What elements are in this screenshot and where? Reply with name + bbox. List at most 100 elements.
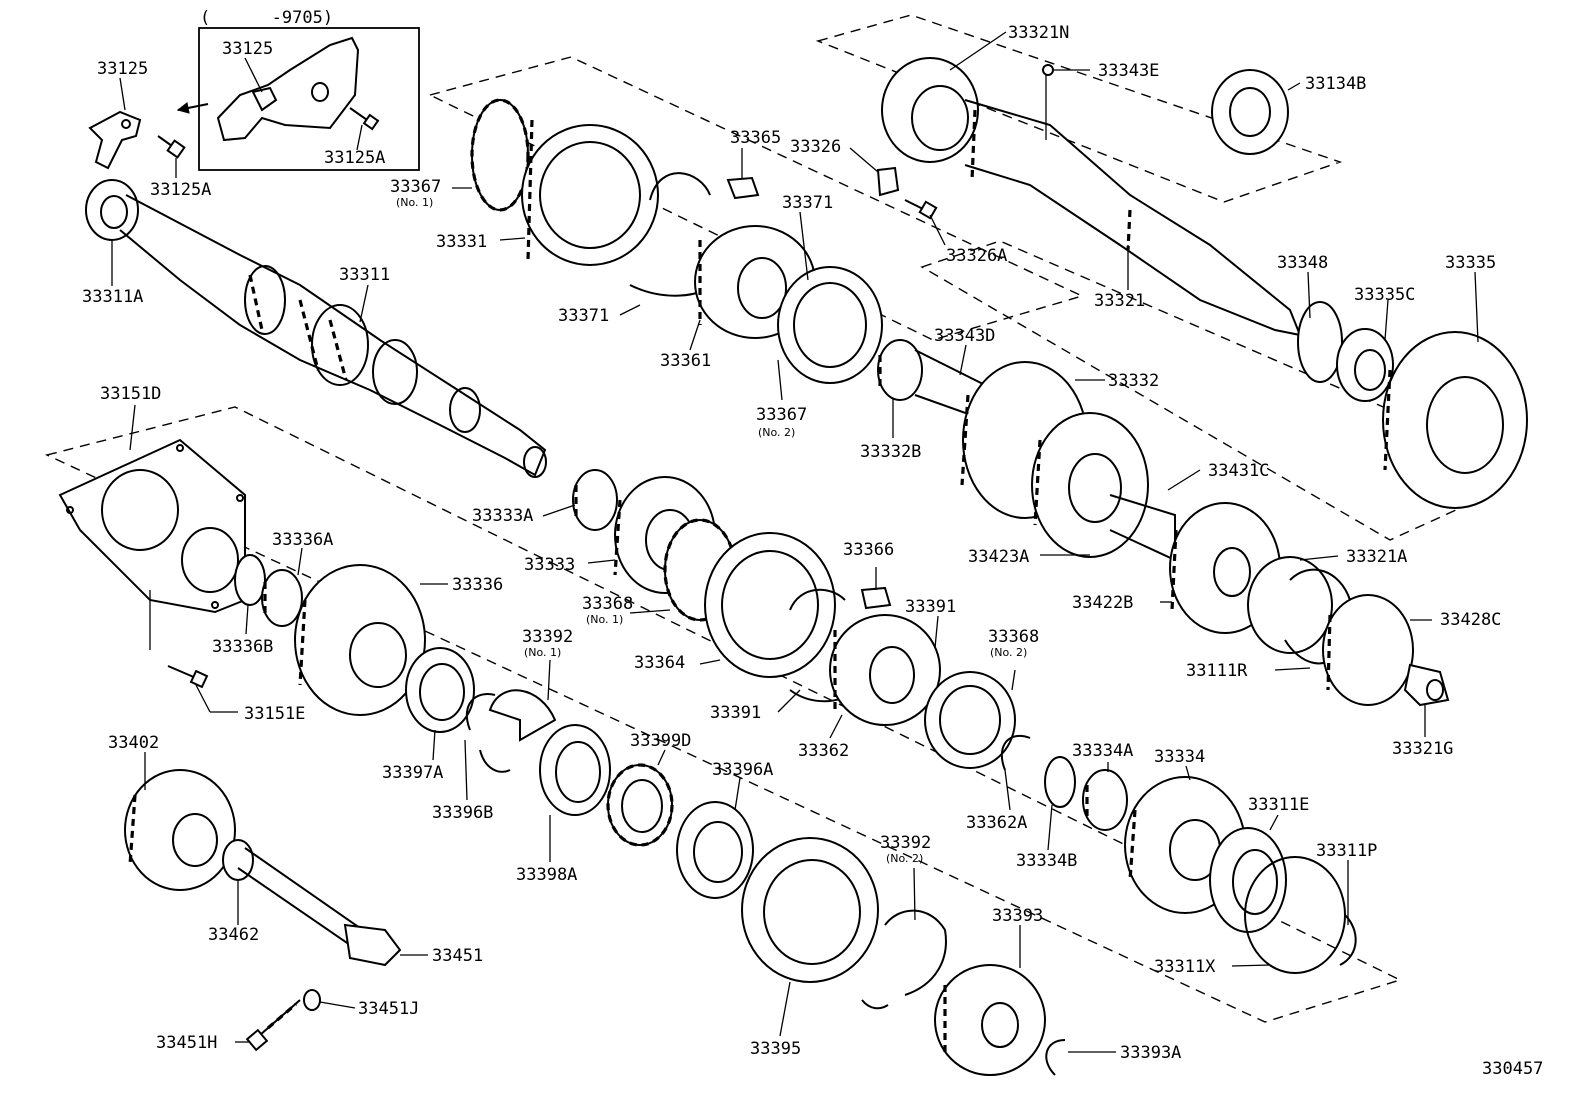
label-33366: 33366 — [843, 540, 894, 560]
part-33311P-snap-ring — [1339, 914, 1357, 966]
label-33431C: 33431C — [1208, 461, 1269, 481]
label-33391-a: 33391 — [905, 597, 956, 617]
part-33366-key — [860, 586, 892, 610]
label-33326A: 33326A — [946, 246, 1007, 266]
part-33364-sleeve — [704, 532, 836, 678]
label-33348: 33348 — [1277, 253, 1328, 273]
part-33134B-washer — [1211, 69, 1289, 155]
part-33125A-bolt — [157, 135, 186, 159]
label-33151D: 33151D — [100, 384, 161, 404]
part-33428C-gear — [1322, 594, 1414, 706]
label-33402: 33402 — [108, 733, 159, 753]
part-33335C-bearing — [1336, 328, 1394, 402]
label-33334B: 33334B — [1016, 851, 1077, 871]
part-33311A-bearing — [85, 179, 139, 241]
label-33396B: 33396B — [432, 803, 493, 823]
part-33332B-bearing — [877, 339, 923, 401]
part-33367-no2-ring — [777, 266, 883, 384]
label-33368-no2: 33368 — [988, 627, 1039, 647]
part-33321A-ring — [1247, 556, 1351, 654]
part-33321N-bearing — [881, 57, 979, 163]
part-33431C-shaft — [1109, 494, 1176, 562]
label-33336A: 33336A — [272, 530, 333, 550]
label-33368-no1: 33368 — [582, 594, 633, 614]
label-33336: 33336 — [452, 575, 503, 595]
label-33451: 33451 — [432, 946, 483, 966]
label-33392-no1: 33392 — [522, 627, 573, 647]
label-33423A: 33423A — [968, 547, 1029, 567]
part-33151E-bolt — [167, 665, 209, 689]
label-33335C: 33335C — [1354, 285, 1415, 305]
part-33462-washer — [222, 839, 254, 881]
part-33334A-bearing — [1082, 769, 1128, 831]
leader-lines — [111, 31, 1479, 1053]
part-33336A-bearing — [261, 569, 303, 627]
part-33343E-ball — [1042, 64, 1054, 76]
label-33393A: 33393A — [1120, 1043, 1181, 1063]
inset-range: ( -9705) — [200, 8, 333, 28]
label-33334A: 33334A — [1072, 741, 1133, 761]
label-33365: 33365 — [730, 128, 781, 148]
part-33368-no2-ring — [924, 671, 1016, 769]
label-33311A: 33311A — [82, 287, 143, 307]
label-33395: 33395 — [750, 1039, 801, 1059]
part-33399D-ring — [606, 763, 674, 847]
part-33321G-nut — [1403, 663, 1450, 707]
part-33451H-bolt — [245, 999, 301, 1052]
label-33311: 33311 — [339, 265, 390, 285]
label-33397A: 33397A — [382, 763, 443, 783]
label-33331: 33331 — [436, 232, 487, 252]
part-33336-gear — [294, 564, 426, 716]
part-33331-sleeve — [521, 119, 659, 266]
label-33335: 33335 — [1445, 253, 1496, 273]
label-33333A: 33333A — [472, 506, 533, 526]
label-33428C: 33428C — [1440, 610, 1501, 630]
label-33367-no1: 33367 — [390, 177, 441, 197]
part-33125-lever — [88, 110, 142, 170]
part-33335-gear — [1382, 331, 1528, 509]
label-33151E: 33151E — [244, 704, 305, 724]
part-33365-key — [726, 176, 760, 200]
part-33336B-ring — [234, 554, 266, 606]
label-33371-b: 33371 — [558, 306, 609, 326]
part-33326A-bolt — [904, 199, 938, 220]
label-33462: 33462 — [208, 925, 259, 945]
label-33343E: 33343E — [1098, 61, 1159, 81]
part-33348-washer — [1297, 301, 1343, 383]
part-33451-shaft — [237, 847, 402, 967]
label-33392-no2: 33392 — [880, 833, 931, 853]
label-33398A: 33398A — [516, 865, 577, 885]
label-33311E: 33311E — [1248, 795, 1309, 815]
label-33392-no1-sub: (No. 1) — [524, 646, 561, 659]
part-33402-gear — [124, 769, 236, 891]
part-33396A-key-ring — [676, 801, 754, 899]
label-33399D: 33399D — [630, 731, 691, 751]
diagram-id: 330457 — [1482, 1059, 1543, 1079]
part-33395-sleeve — [741, 837, 879, 983]
label-33391-b: 33391 — [710, 703, 761, 723]
label-33343D: 33343D — [934, 326, 995, 346]
part-33392-no1-ring — [479, 689, 557, 773]
label-33368-no1-sub: (No. 1) — [586, 613, 623, 626]
part-33326-lock-plate — [876, 166, 900, 197]
part-33392-no2-ring — [861, 909, 947, 1010]
part-33333A-bearing — [572, 469, 618, 531]
label-33125: 33125 — [97, 59, 148, 79]
part-33371a-snap-ring — [649, 172, 711, 201]
label-33134B: 33134B — [1305, 74, 1366, 94]
label-33311P: 33311P — [1316, 841, 1377, 861]
part-33151D-gasket — [58, 438, 246, 614]
part-labels: 330457 ( -9705) 33125 33125 33125A 33125… — [82, 8, 1543, 1079]
part-33332-counter-gear — [960, 361, 1149, 558]
inset-arrow — [176, 101, 209, 114]
label-33321A: 33321A — [1346, 547, 1407, 567]
label-33368-no2-sub: (No. 2) — [990, 646, 1027, 659]
label-33334: 33334 — [1154, 747, 1205, 767]
part-33362A-snap-ring — [1000, 734, 1031, 771]
part-33396B-snap-ring — [465, 693, 496, 731]
label-33111R: 33111R — [1186, 661, 1248, 681]
part-33311E-ring — [1209, 827, 1287, 933]
part-33311-input-shaft — [119, 194, 547, 478]
part-33334B-ring — [1044, 756, 1076, 808]
